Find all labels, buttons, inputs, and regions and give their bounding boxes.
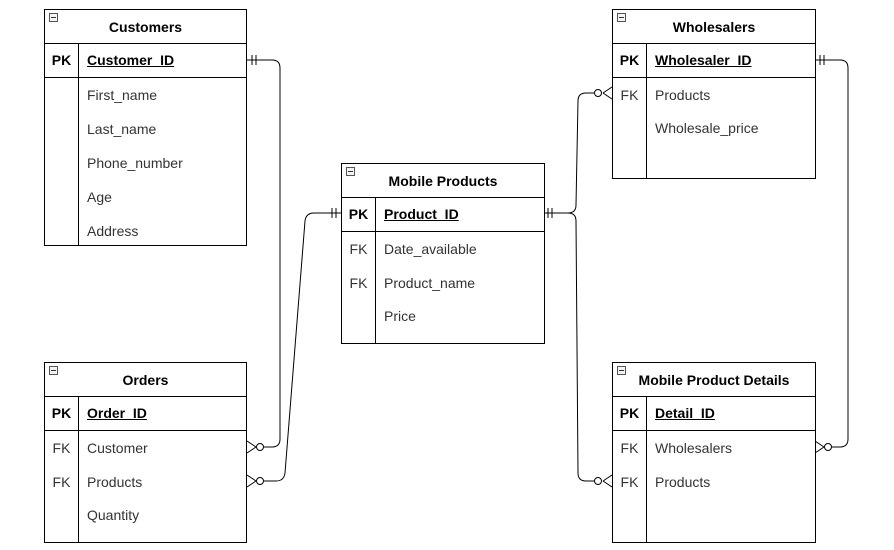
- zero-or-many-marker: [814, 440, 832, 454]
- collapse-icon[interactable]: [49, 13, 58, 22]
- zero-or-many-marker: [246, 474, 264, 488]
- attribute-row[interactable]: First_name: [45, 78, 246, 112]
- attribute-row[interactable]: FK Customer: [45, 431, 246, 465]
- pk-label: PK: [619, 52, 640, 68]
- attribute-row[interactable]: FK Date_available: [342, 232, 544, 266]
- key-column-divider: [78, 396, 79, 542]
- pk-label: PK: [619, 405, 640, 421]
- field-name: Products: [655, 474, 711, 490]
- zero-or-many-marker: [246, 440, 264, 454]
- primary-key-row[interactable]: PK Wholesaler_ID: [613, 44, 815, 78]
- field-name: Products: [87, 474, 143, 490]
- one-mandatory-marker: [331, 208, 337, 218]
- entity-wholesalers[interactable]: Wholesalers PK Wholesaler_ID FK Products…: [612, 9, 816, 179]
- entity-title: Wholesalers: [672, 18, 756, 35]
- entity-title: Mobile Products: [388, 172, 498, 189]
- field-name: Price: [384, 308, 416, 324]
- entity-header[interactable]: Mobile Product Details: [613, 363, 815, 397]
- field-name: Age: [87, 189, 112, 205]
- fk-label: FK: [620, 87, 639, 103]
- key-column-divider: [646, 396, 647, 542]
- entity-mobile-products[interactable]: Mobile Products PK Product_ID FK Date_av…: [341, 163, 545, 344]
- attribute-row[interactable]: FK Products: [613, 78, 815, 112]
- one-mandatory-marker: [819, 55, 825, 65]
- attribute-row[interactable]: FK Products: [613, 465, 815, 499]
- fk-label: FK: [620, 440, 639, 456]
- pk-field-name: Wholesaler_ID: [655, 52, 752, 68]
- field-name: Wholesale_price: [655, 120, 759, 136]
- entity-title: Customers: [108, 18, 183, 35]
- entity-mobile-product-details[interactable]: Mobile Product Details PK Detail_ID FK W…: [612, 362, 816, 543]
- entity-title: Mobile Product Details: [638, 371, 790, 388]
- attribute-row[interactable]: Address: [45, 214, 246, 248]
- zero-or-many-marker: [594, 86, 613, 100]
- field-name: Phone_number: [87, 155, 183, 171]
- entity-header[interactable]: Mobile Products: [342, 164, 544, 198]
- entity-customers[interactable]: Customers PK Customer_ID First_name Last…: [44, 9, 247, 246]
- pk-field-name: Order_ID: [87, 405, 147, 421]
- field-name: Product_name: [384, 275, 476, 291]
- relation-products-wholesalers: [544, 92, 594, 214]
- relation-customers-orders: [246, 59, 281, 448]
- fk-label: FK: [52, 474, 71, 490]
- primary-key-row[interactable]: PK Customer_ID: [45, 44, 246, 78]
- field-name: Wholesalers: [655, 440, 733, 456]
- primary-key-row[interactable]: PK Detail_ID: [613, 397, 815, 431]
- pk-label: PK: [348, 206, 369, 222]
- collapse-icon[interactable]: [617, 13, 626, 22]
- attribute-row[interactable]: Price: [342, 299, 544, 333]
- attribute-row[interactable]: FK Products: [45, 465, 246, 499]
- pk-field-name: Product_ID: [384, 206, 459, 222]
- relation-products-details: [544, 212, 594, 482]
- attribute-row[interactable]: FK Wholesalers: [613, 431, 815, 465]
- zero-or-many-marker: [594, 474, 613, 488]
- key-column-divider: [375, 197, 376, 343]
- entity-title: Orders: [122, 371, 169, 388]
- entity-orders[interactable]: Orders PK Order_ID FK Customer FK Produc…: [44, 362, 247, 543]
- fk-label: FK: [620, 474, 639, 490]
- pk-field-name: Detail_ID: [655, 405, 715, 421]
- pk-label: PK: [51, 405, 72, 421]
- relation-wholesalers-details: [815, 59, 849, 448]
- one-mandatory-marker: [251, 55, 257, 65]
- field-name: Quantity: [87, 507, 140, 523]
- attribute-row[interactable]: Phone_number: [45, 146, 246, 180]
- fk-label: FK: [52, 440, 71, 456]
- attribute-row[interactable]: Wholesale_price: [613, 111, 815, 145]
- pk-label: PK: [51, 52, 72, 68]
- attribute-row[interactable]: Last_name: [45, 112, 246, 146]
- entity-header[interactable]: Wholesalers: [613, 10, 815, 44]
- primary-key-row[interactable]: PK Order_ID: [45, 397, 246, 431]
- field-name: Date_available: [384, 241, 477, 257]
- field-name: Address: [87, 223, 139, 239]
- fk-label: FK: [349, 275, 368, 291]
- attribute-row[interactable]: FK Product_name: [342, 266, 544, 300]
- pk-field-name: Customer_ID: [87, 52, 175, 68]
- field-name: First_name: [87, 87, 158, 103]
- attribute-row[interactable]: Quantity: [45, 498, 246, 532]
- key-column-divider: [78, 43, 79, 245]
- field-name: Products: [655, 87, 711, 103]
- field-name: Last_name: [87, 121, 157, 137]
- key-column-divider: [646, 43, 647, 178]
- attribute-row[interactable]: Age: [45, 180, 246, 214]
- relation-products-orders: [264, 212, 342, 482]
- primary-key-row[interactable]: PK Product_ID: [342, 198, 544, 232]
- entity-header[interactable]: Customers: [45, 10, 246, 44]
- fk-label: FK: [349, 241, 368, 257]
- collapse-icon[interactable]: [49, 366, 58, 375]
- entity-header[interactable]: Orders: [45, 363, 246, 397]
- collapse-icon[interactable]: [346, 167, 355, 176]
- collapse-icon[interactable]: [617, 366, 626, 375]
- field-name: Customer: [87, 440, 148, 456]
